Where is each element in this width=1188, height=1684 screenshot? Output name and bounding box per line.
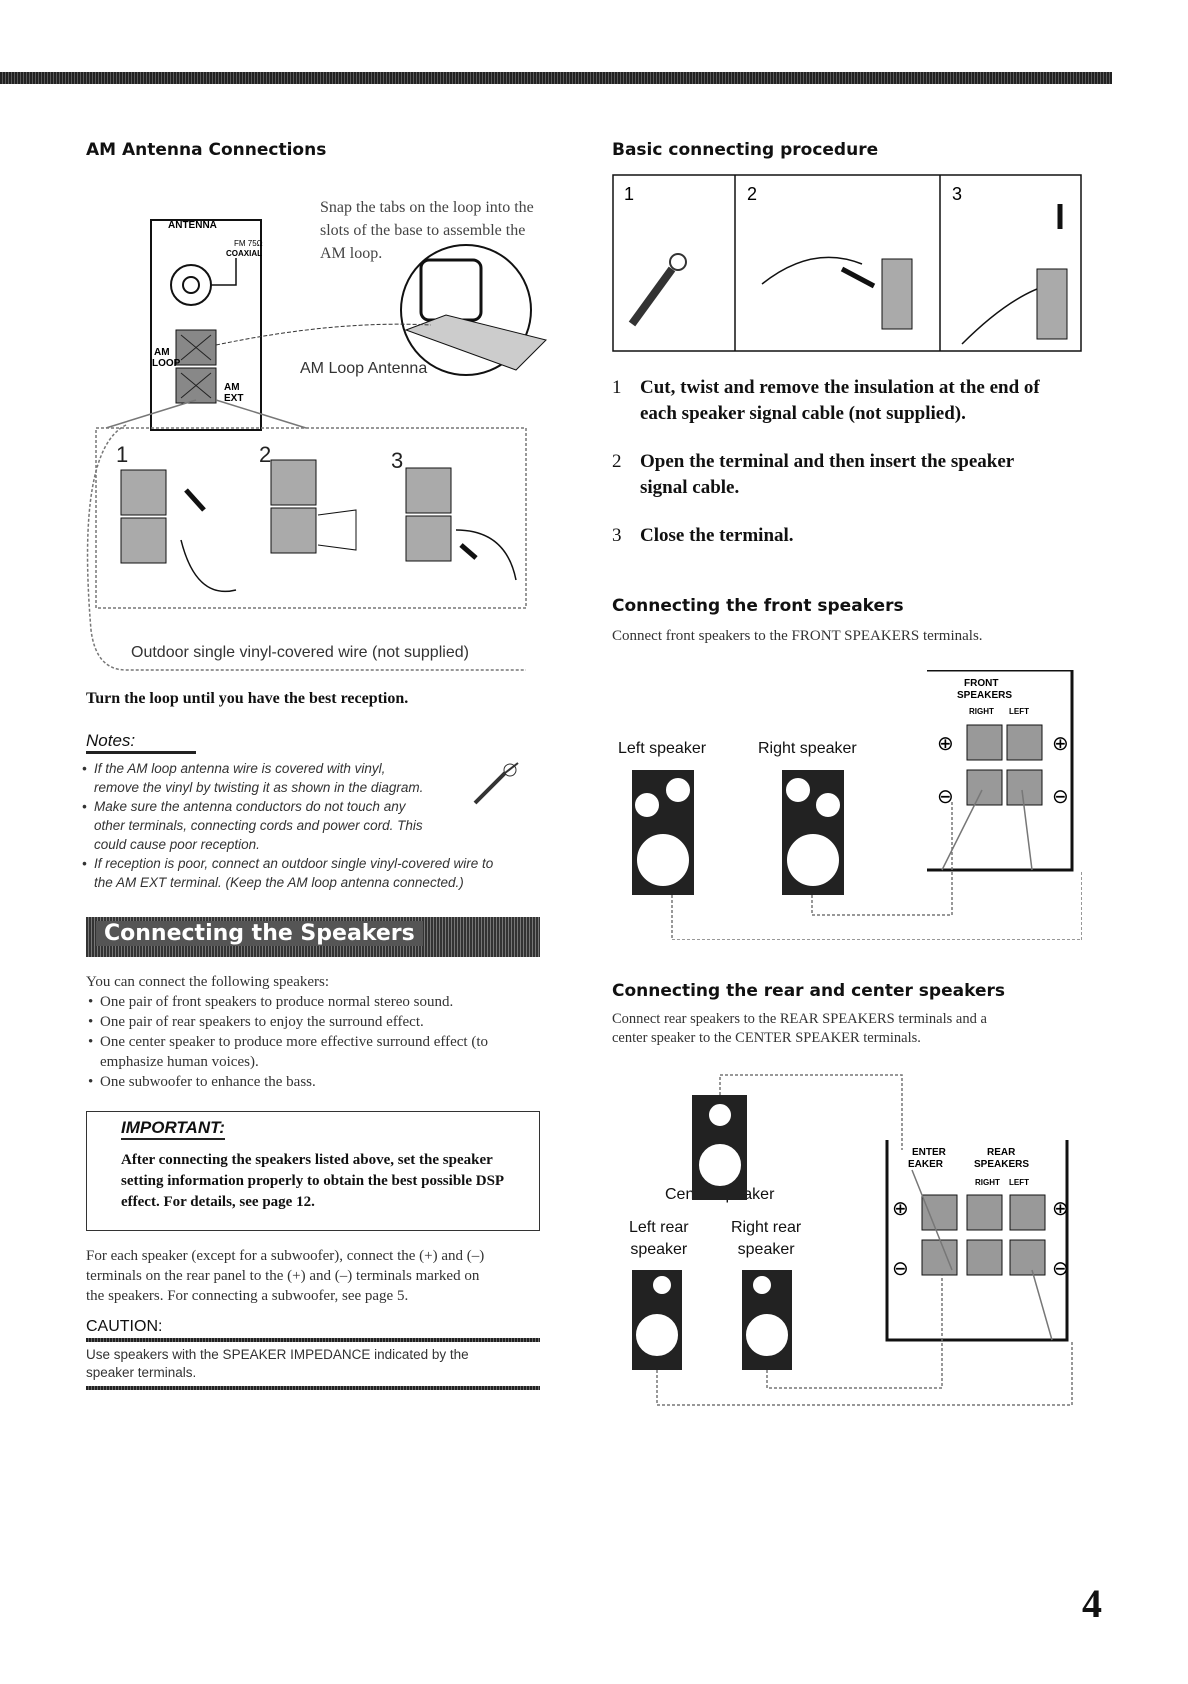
svg-text:RIGHT: RIGHT [975,1178,1000,1187]
note-item: Make sure the antenna conductors do not … [80,797,550,854]
svg-text:3: 3 [952,184,962,204]
svg-text:REAR: REAR [987,1147,1016,1158]
svg-text:FM 75Ω: FM 75Ω [234,239,263,248]
svg-text:FRONT: FRONT [964,678,998,689]
am-antenna-heading: AM Antenna Connections [86,140,327,160]
svg-text:ENTER: ENTER [912,1147,947,1158]
procedure-step: 1 Cut, twist and remove the insulation a… [612,377,1040,424]
bullet-item: One pair of front speakers to produce no… [86,992,546,1012]
svg-text:LEFT: LEFT [1009,707,1029,716]
each-speaker-text: For each speaker (except for a subwoofer… [86,1248,485,1304]
svg-text:2: 2 [747,184,757,204]
svg-text:LEFT: LEFT [1009,1178,1029,1187]
right-speaker-label: Right speaker [758,740,857,757]
important-text: After connecting the speakers listed abo… [121,1152,505,1210]
svg-text:⊕: ⊕ [1052,733,1069,755]
bullet-item: One subwoofer to enhance the bass. [86,1072,546,1092]
bullet-item: One center speaker to produce more effec… [86,1032,546,1072]
caution-rule-top [86,1338,540,1342]
procedure-steps: 1 Cut, twist and remove the insulation a… [612,375,1112,549]
svg-text:⊖: ⊖ [937,786,954,808]
important-heading: IMPORTANT: [121,1118,225,1140]
svg-text:SPEAKERS: SPEAKERS [974,1159,1029,1170]
procedure-step: 2 Open the terminal and then insert the … [612,451,1015,498]
svg-text:3: 3 [391,448,403,473]
important-box: IMPORTANT: After connecting the speakers… [86,1111,540,1231]
front-speakers-text: Connect front speakers to the FRONT SPEA… [612,628,983,644]
svg-text:LOOP: LOOP [152,358,181,369]
turn-loop-text: Turn the loop until you have the best re… [86,690,409,707]
antenna-panel-title: ANTENNA [168,220,217,231]
top-rule [0,72,1112,84]
note-item: If reception is poor, connect an outdoor… [80,854,550,892]
front-speakers-diagram: FRONT SPEAKERS RIGHT LEFT ⊕ ⊕ ⊖ ⊖ [632,670,1082,940]
page-number: 4 [1082,1581,1102,1626]
caution-heading: CAUTION: [86,1318,163,1335]
svg-text:⊖: ⊖ [892,1258,909,1280]
twist-wire-icon [473,762,519,805]
svg-text:⊕: ⊕ [1052,1198,1069,1220]
svg-text:⊖: ⊖ [1052,786,1069,808]
svg-text:COAXIAL: COAXIAL [226,249,262,258]
caution-rule-bottom [86,1386,540,1390]
speakers-banner: Connecting the Speakers [86,917,540,957]
bullet-item: One pair of rear speakers to enjoy the s… [86,1012,546,1032]
rear-center-text: Connect rear speakers to the REAR SPEAKE… [612,1011,987,1046]
svg-text:RIGHT: RIGHT [969,707,994,716]
basic-procedure-heading: Basic connecting procedure [612,140,879,160]
caution-text: Use speakers with the SPEAKER IMPEDANCE … [86,1347,469,1380]
procedure-panels: 1 2 3 [612,174,1082,352]
notes-list: If the AM loop antenna wire is covered w… [80,759,550,892]
rear-center-heading: Connecting the rear and center speakers [612,981,1005,1001]
outdoor-wire-label: Outdoor single vinyl-covered wire (not s… [131,644,469,661]
note-item: If the AM loop antenna wire is covered w… [80,759,550,797]
svg-text:SPEAKERS: SPEAKERS [957,690,1012,701]
snap-note: Snap the tabs on the loop into the slots… [320,199,534,262]
front-speakers-heading: Connecting the front speakers [612,596,904,616]
svg-text:2: 2 [259,442,271,467]
svg-text:⊕: ⊕ [937,733,954,755]
notes-heading: Notes: [86,731,196,754]
svg-text:EXT: EXT [224,393,243,404]
procedure-step: 3 Close the terminal. [612,525,794,546]
speakers-intro: You can connect the following speakers: … [86,972,546,1092]
speaker-bullets: One pair of front speakers to produce no… [86,992,546,1092]
left-speaker-label: Left speaker [618,740,707,757]
fm-coaxial-jack [170,264,212,306]
svg-text:EAKER: EAKER [908,1159,944,1170]
svg-text:AM: AM [154,347,170,358]
am-antenna-diagram: ANTENNA FM 75Ω COAXIAL AM LOOP AM EXT AM… [86,219,547,671]
svg-text:AM: AM [224,382,240,393]
rear-center-diagram: ENTER EAKER REAR SPEAKERS RIGHT LEFT ⊕ ⊕… [632,1074,1073,1406]
svg-text:1: 1 [624,184,634,204]
svg-text:1: 1 [116,442,128,467]
svg-text:⊖: ⊖ [1052,1258,1069,1280]
loop-antenna-label: AM Loop Antenna [300,360,427,377]
svg-text:⊕: ⊕ [892,1198,909,1220]
